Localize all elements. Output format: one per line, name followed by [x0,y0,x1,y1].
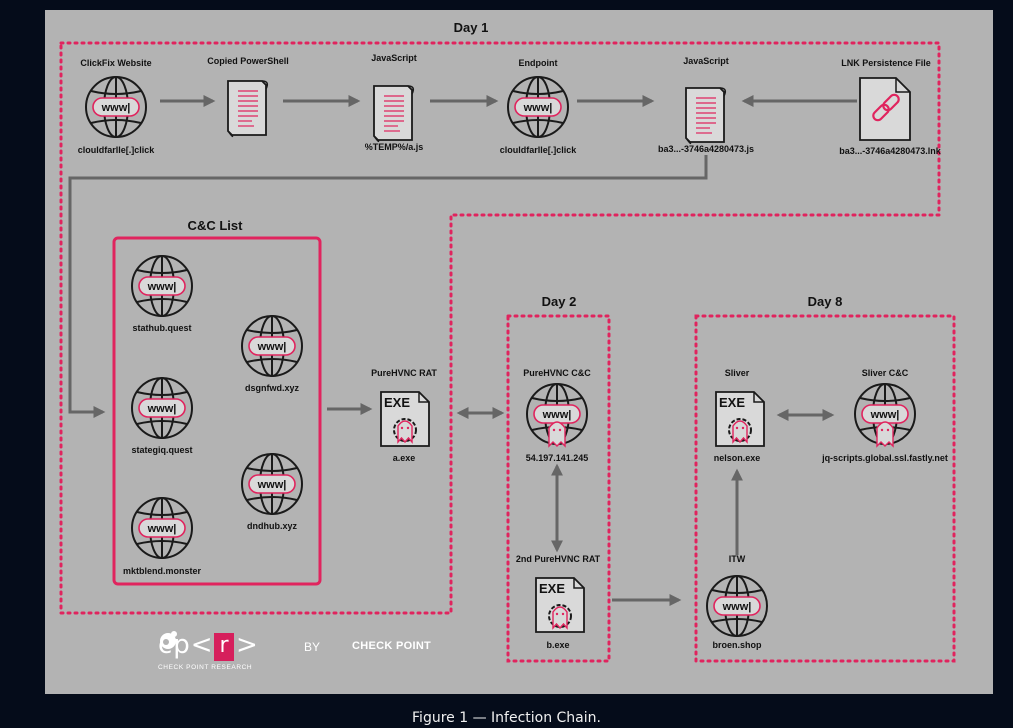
cc1-label: stathub.quest [132,323,192,333]
check-point-icon [160,631,177,649]
day2-header: Day 2 [541,294,577,309]
infection-chain-diagram: www| www| www| www| www| www| www| EXE w… [45,10,993,694]
day2-region [506,314,611,663]
endpoint-label: clouldfarlle[.]click [499,145,577,155]
logo-r-box: r [214,633,234,661]
svg-text:www|: www| [257,341,287,353]
logo-brand-text: CHECK POINT [352,640,432,652]
svg-text:www|: www| [147,281,177,293]
globe-www-icon: www| [131,497,193,559]
svg-text:www|: www| [147,523,177,535]
js2-label: ba3...-3746a4280473.js [657,144,755,154]
js1-label: %TEMP%/a.js [364,142,424,152]
globe-www-icon: www| [706,575,768,637]
globe-www-icon: www| [131,255,193,317]
exe-file-icon: EXE [535,577,585,633]
logo-research-text: CHECK POINT RESEARCH [158,664,253,671]
cc5-label: mktblend.monster [122,566,202,576]
svg-text:www|: www| [722,601,752,613]
svg-text:www|: www| [542,409,572,421]
script-document-icon [227,80,269,138]
cc-list-box [112,236,322,586]
purehvnc-cc-title: PureHVNC C&C [523,368,591,378]
globe-ghost-icon: www| [854,383,916,447]
purehvnc-rat-label: a.exe [392,453,416,463]
itw-title: ITW [728,554,746,564]
logo-by-text: BY [304,640,321,654]
purehvnc-rat2-title: 2nd PureHVNC RAT [515,554,601,564]
svg-text:EXE: EXE [719,395,745,410]
svg-text:EXE: EXE [539,581,565,596]
endpoint-title: Endpoint [518,58,558,68]
sliver-cc-title: Sliver C&C [861,368,909,378]
arrow-js2-cclist [68,155,708,418]
sliver-cc-label: jq-scripts.global.ssl.fastly.net [822,453,948,463]
day8-header: Day 8 [807,294,843,309]
globe-www-icon: www| [241,315,303,377]
js2-title: JavaScript [683,56,729,66]
svg-text:www|: www| [101,102,131,114]
day1-header: Day 1 [453,20,489,35]
globe-ghost-icon: www| [526,383,588,447]
globe-www-icon: www| [85,76,147,138]
sliver-title: Sliver [724,368,750,378]
cc4-label: dndhub.xyz [247,521,297,531]
check-point-research-logo: cp< r > CHECK POINT RESEARCH BY CHECK PO… [158,630,438,685]
purehvnc-rat-title: PureHVNC RAT [371,368,437,378]
sliver-label: nelson.exe [713,453,761,463]
itw-label: broen.shop [712,640,762,650]
cc3-label: stategiq.quest [131,445,193,455]
cc2-label: dsgnfwd.xyz [244,383,300,393]
lnk-title: LNK Persistence File [841,58,931,68]
exe-file-icon: EXE [380,391,430,447]
svg-text:www|: www| [523,102,553,114]
svg-text:EXE: EXE [384,395,410,410]
clickfix-label: clouldfarlle[.]click [77,145,155,155]
svg-text:www|: www| [147,403,177,415]
js1-title: JavaScript [371,53,417,63]
script-document-icon [685,87,727,145]
globe-www-icon: www| [507,76,569,138]
link-file-icon [859,77,911,141]
cc-list-header: C&C List [187,218,243,233]
logo-close-bracket: > [236,630,258,660]
figure-caption: Figure 1 — Infection Chain. [412,710,601,726]
globe-www-icon: www| [131,377,193,439]
purehvnc-rat2-label: b.exe [546,640,570,650]
svg-text:www|: www| [257,479,287,491]
purehvnc-cc-label: 54.197.141.245 [525,453,589,463]
svg-text:www|: www| [870,409,900,421]
day1-region [59,41,941,615]
day8-region [694,314,956,663]
clickfix-title: ClickFix Website [80,58,152,68]
globe-www-icon: www| [241,453,303,515]
script-document-icon [373,85,415,143]
powershell-title: Copied PowerShell [207,56,289,66]
lnk-label: ba3...-3746a4280473.lnk [839,146,941,156]
exe-file-icon: EXE [715,391,765,447]
